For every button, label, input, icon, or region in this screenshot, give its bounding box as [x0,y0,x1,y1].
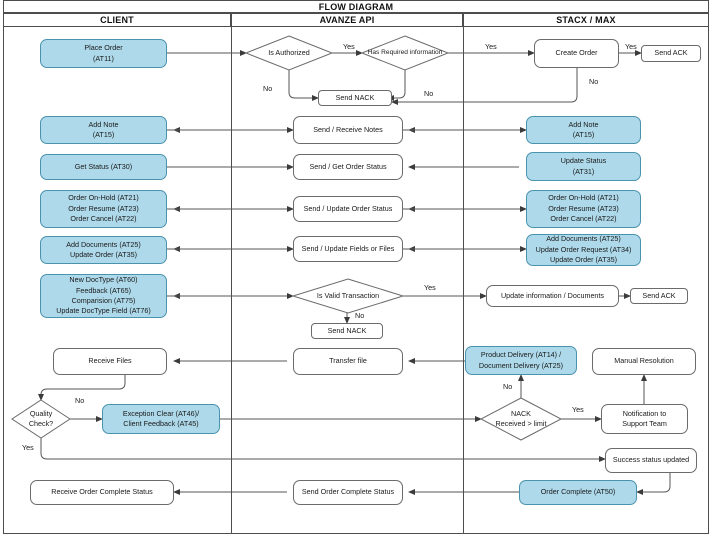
node-order-complete[interactable]: Order Complete (AT50) [519,480,637,505]
page-title: FLOW DIAGRAM [318,1,394,12]
node-send-nack-2[interactable]: Send NACK [311,323,383,339]
diagram-outer-frame [3,0,709,534]
node-receive-order-complete-status[interactable]: Receive Order Complete Status [30,480,174,505]
node-has-required-information-label: Has Required information [367,49,443,57]
lane-divider-1 [231,27,232,534]
node-transfer-file[interactable]: Transfer file [293,348,403,375]
node-add-note-client[interactable]: Add Note(AT15) [40,116,167,144]
lane-divider-2 [463,27,464,534]
edge-label-yes-create: Yes [625,42,637,51]
edge-label-no-required: No [424,89,434,98]
node-product-document-delivery[interactable]: Product Delivery (AT14) /Document Delive… [465,346,577,375]
edge-label-yes-quality: Yes [22,443,34,452]
diagram-title-band: FLOW DIAGRAM [3,0,709,13]
node-add-note-stacx[interactable]: Add Note(AT15) [526,116,641,144]
node-send-ack-2[interactable]: Send ACK [630,288,688,304]
node-send-order-complete-status[interactable]: Send Order Complete Status [293,480,403,505]
node-doctype-client[interactable]: New DocType (AT60)Feedback (AT65)Compari… [40,274,167,318]
edge-label-yes-required: Yes [485,42,497,51]
edge-label-yes-nack: Yes [572,405,584,414]
node-manual-resolution[interactable]: Manual Resolution [592,348,696,375]
node-add-documents-stacx[interactable]: Add Documents (AT25)Update Order Request… [526,234,641,266]
node-send-nack-1[interactable]: Send NACK [318,90,392,106]
node-order-status-stacx[interactable]: Order On-Hold (AT21)Order Resume (AT23)O… [526,190,641,228]
node-success-status-updated[interactable]: Success status updated [605,448,697,473]
node-is-valid-transaction[interactable]: Is Valid Transaction [291,278,405,314]
node-is-valid-transaction-label: Is Valid Transaction [316,290,380,300]
node-place-order[interactable]: Place Order(AT11) [40,39,167,68]
node-send-ack-1[interactable]: Send ACK [641,45,701,62]
node-send-get-order-status[interactable]: Send / Get Order Status [293,154,403,180]
lane-label-avanze: AVANZE API [319,15,375,25]
node-receive-files[interactable]: Receive Files [53,348,167,375]
edge-label-no-valid: No [355,311,365,320]
edge-label-no-auth: No [263,84,273,93]
lane-label-client: CLIENT [100,15,134,25]
lane-label-stacx: STACX / MAX [556,15,616,25]
node-is-authorized-label: Is Authorized [268,47,310,57]
node-is-authorized[interactable]: Is Authorized [244,35,334,71]
lane-header-stacx: STACX / MAX [463,13,709,27]
node-get-status[interactable]: Get Status (AT30) [40,154,167,180]
edge-label-no-quality: No [75,396,85,405]
lane-header-avanze: AVANZE API [231,13,463,27]
edge-label-yes-valid: Yes [424,283,436,292]
node-has-required-information[interactable]: Has Required information [360,35,450,71]
node-exception-clear[interactable]: Exception Clear (AT46)/Client Feedback (… [102,404,220,434]
node-send-receive-notes[interactable]: Send / Receive Notes [293,116,403,144]
edge-label-no-create: No [589,77,599,86]
node-send-update-fields-or-files[interactable]: Send / Update Fields or Files [293,236,403,262]
node-add-documents-client[interactable]: Add Documents (AT25)Update Order (AT35) [40,236,167,264]
node-update-status[interactable]: Update Status(AT31) [526,152,641,181]
node-update-information-documents[interactable]: Update information / Documents [486,285,619,307]
node-order-status-client[interactable]: Order On-Hold (AT21)Order Resume (AT23)O… [40,190,167,228]
lane-header-client: CLIENT [3,13,231,27]
node-create-order[interactable]: Create Order [534,39,619,68]
edge-label-yes-auth: Yes [343,42,355,51]
node-send-update-order-status[interactable]: Send / Update Order Status [293,196,403,222]
edge-label-no-nack: No [503,382,513,391]
